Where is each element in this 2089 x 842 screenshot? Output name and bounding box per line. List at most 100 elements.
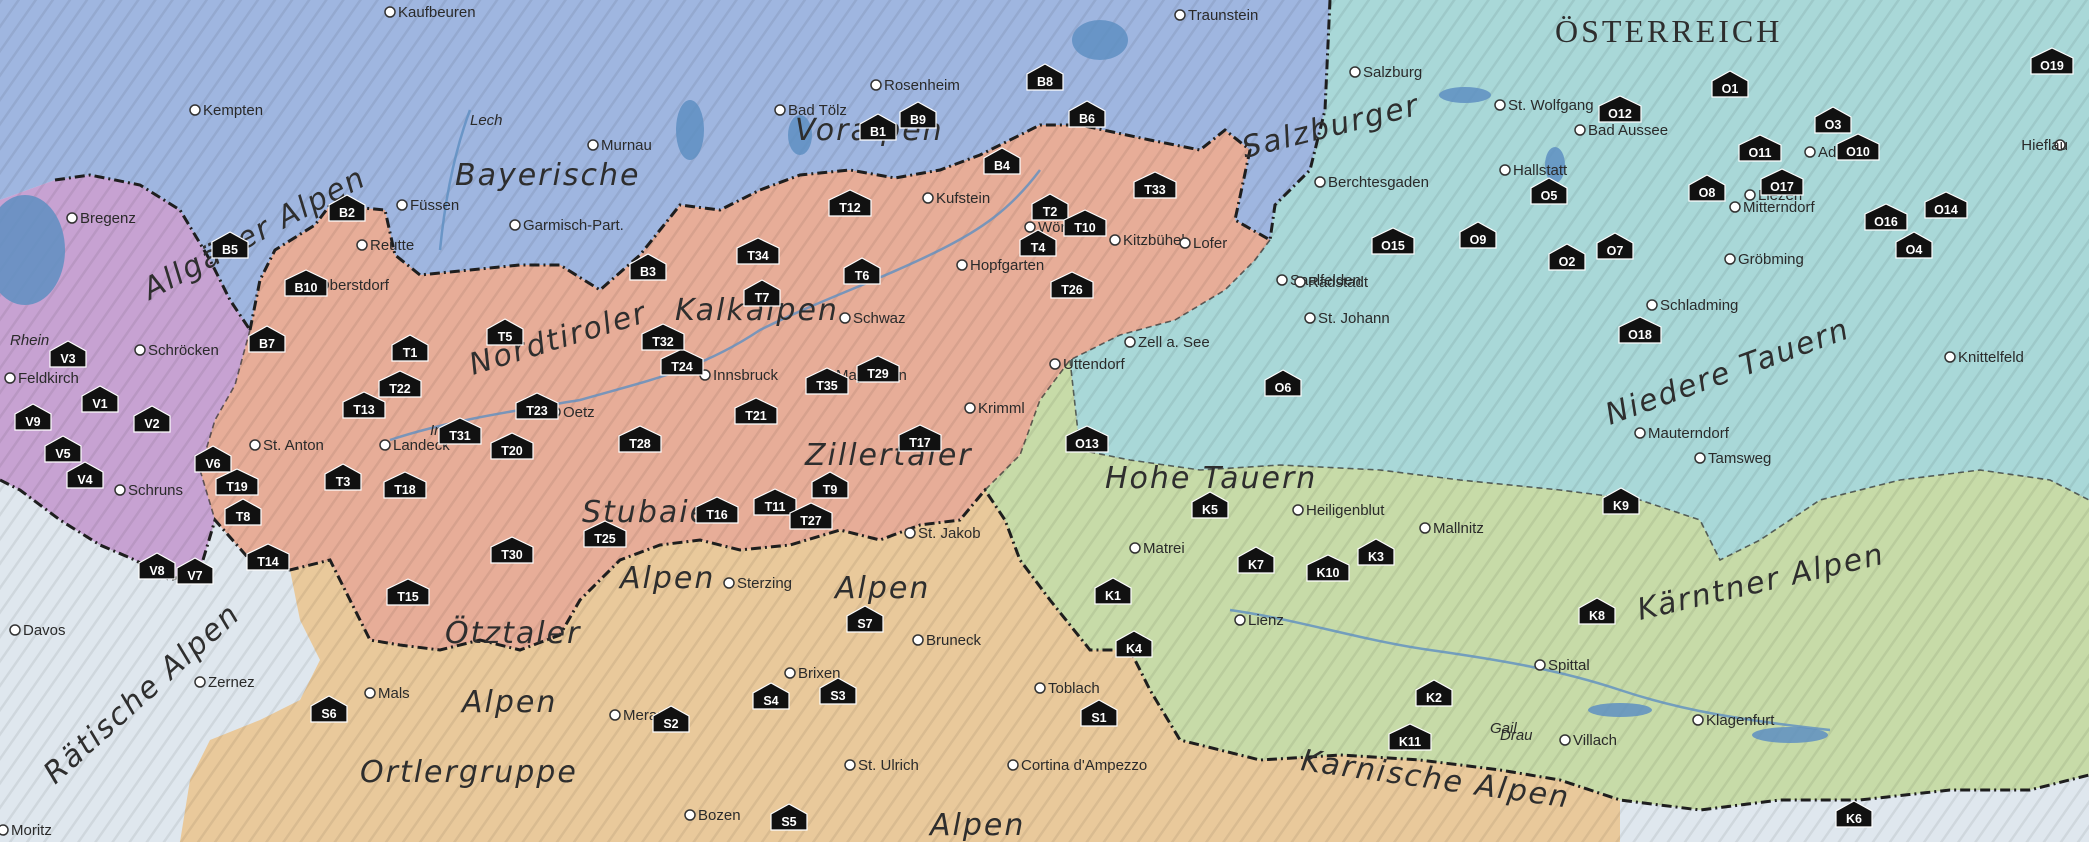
marker-s1[interactable]: S1: [1080, 699, 1118, 727]
marker-s6[interactable]: S6: [310, 695, 348, 723]
marker-t33[interactable]: T33: [1133, 171, 1177, 199]
marker-o19[interactable]: O19: [2030, 47, 2074, 75]
marker-t30[interactable]: T30: [490, 536, 534, 564]
marker-k7[interactable]: K7: [1237, 546, 1275, 574]
marker-v8[interactable]: V8: [138, 552, 176, 580]
river-drau: [1229, 608, 1831, 732]
marker-v6[interactable]: V6: [194, 445, 232, 473]
marker-t8[interactable]: T8: [224, 498, 262, 526]
marker-s4[interactable]: S4: [752, 682, 790, 710]
town-label: Murnau: [601, 137, 652, 154]
marker-t24[interactable]: T24: [660, 348, 704, 376]
marker-b3[interactable]: B3: [629, 253, 667, 281]
marker-t14[interactable]: T14: [246, 543, 290, 571]
marker-o13[interactable]: O13: [1065, 425, 1109, 453]
marker-t27[interactable]: T27: [789, 502, 833, 530]
marker-k8[interactable]: K8: [1578, 597, 1616, 625]
marker-s2[interactable]: S2: [652, 705, 690, 733]
marker-o11[interactable]: O11: [1738, 134, 1782, 162]
marker-o7[interactable]: O7: [1596, 232, 1634, 260]
marker-o14[interactable]: O14: [1924, 191, 1968, 219]
marker-o18[interactable]: O18: [1618, 316, 1662, 344]
marker-t11[interactable]: T11: [753, 488, 797, 516]
marker-k6[interactable]: K6: [1835, 800, 1873, 828]
marker-o16[interactable]: O16: [1864, 203, 1908, 231]
marker-b2[interactable]: B2: [328, 194, 366, 222]
marker-b7[interactable]: B7: [248, 325, 286, 353]
marker-k5[interactable]: K5: [1191, 491, 1229, 519]
marker-v2[interactable]: V2: [133, 405, 171, 433]
hut-icon: [770, 803, 808, 831]
marker-label: V2: [144, 417, 159, 431]
marker-b9[interactable]: B9: [899, 101, 937, 129]
hut-icon: [1738, 134, 1782, 162]
marker-t25[interactable]: T25: [583, 520, 627, 548]
marker-b4[interactable]: B4: [983, 147, 1021, 175]
marker-o15[interactable]: O15: [1371, 227, 1415, 255]
marker-label: T24: [671, 360, 693, 374]
marker-b6[interactable]: B6: [1068, 100, 1106, 128]
marker-o3[interactable]: O3: [1814, 106, 1852, 134]
marker-t28[interactable]: T28: [618, 425, 662, 453]
marker-t4[interactable]: T4: [1019, 229, 1057, 257]
marker-t17[interactable]: T17: [898, 424, 942, 452]
marker-v1[interactable]: V1: [81, 385, 119, 413]
marker-t21[interactable]: T21: [734, 397, 778, 425]
marker-k4[interactable]: K4: [1115, 630, 1153, 658]
marker-v4[interactable]: V4: [66, 461, 104, 489]
marker-b10[interactable]: B10: [284, 269, 328, 297]
marker-t3[interactable]: T3: [324, 463, 362, 491]
marker-k2[interactable]: K2: [1415, 679, 1453, 707]
marker-o1[interactable]: O1: [1711, 70, 1749, 98]
marker-t18[interactable]: T18: [383, 471, 427, 499]
marker-k10[interactable]: K10: [1306, 554, 1350, 582]
marker-t7[interactable]: T7: [743, 279, 781, 307]
marker-t34[interactable]: T34: [736, 237, 780, 265]
marker-o17[interactable]: O17: [1760, 168, 1804, 196]
marker-t23[interactable]: T23: [515, 392, 559, 420]
marker-s5[interactable]: S5: [770, 803, 808, 831]
marker-k11[interactable]: K11: [1388, 723, 1432, 751]
marker-t15[interactable]: T15: [386, 578, 430, 606]
hut-icon: [1019, 229, 1057, 257]
marker-t12[interactable]: T12: [828, 189, 872, 217]
marker-o9[interactable]: O9: [1459, 221, 1497, 249]
marker-t6[interactable]: T6: [843, 257, 881, 285]
hut-icon: [1094, 577, 1132, 605]
hut-icon: [736, 237, 780, 265]
marker-v7[interactable]: V7: [176, 557, 214, 585]
marker-t22[interactable]: T22: [378, 370, 422, 398]
marker-t2[interactable]: T2: [1031, 193, 1069, 221]
marker-t16[interactable]: T16: [695, 496, 739, 524]
marker-o12[interactable]: O12: [1598, 95, 1642, 123]
marker-t35[interactable]: T35: [805, 367, 849, 395]
marker-k1[interactable]: K1: [1094, 577, 1132, 605]
marker-k9[interactable]: K9: [1602, 487, 1640, 515]
marker-s7[interactable]: S7: [846, 605, 884, 633]
marker-t1[interactable]: T1: [391, 334, 429, 362]
marker-o4[interactable]: O4: [1895, 231, 1933, 259]
marker-s3[interactable]: S3: [819, 677, 857, 705]
marker-v3[interactable]: V3: [49, 340, 87, 368]
marker-o5[interactable]: O5: [1530, 177, 1568, 205]
marker-o8[interactable]: O8: [1688, 174, 1726, 202]
marker-t5[interactable]: T5: [486, 318, 524, 346]
marker-t9[interactable]: T9: [811, 471, 849, 499]
marker-t29[interactable]: T29: [856, 355, 900, 383]
marker-t19[interactable]: T19: [215, 468, 259, 496]
marker-t10[interactable]: T10: [1063, 209, 1107, 237]
marker-t20[interactable]: T20: [490, 432, 534, 460]
marker-b1[interactable]: B1: [859, 113, 897, 141]
marker-t31[interactable]: T31: [438, 417, 482, 445]
marker-t32[interactable]: T32: [641, 323, 685, 351]
marker-o2[interactable]: O2: [1548, 243, 1586, 271]
marker-k3[interactable]: K3: [1357, 538, 1395, 566]
marker-o10[interactable]: O10: [1836, 133, 1880, 161]
marker-b8[interactable]: B8: [1026, 63, 1064, 91]
marker-t26[interactable]: T26: [1050, 271, 1094, 299]
marker-t13[interactable]: T13: [342, 391, 386, 419]
marker-o6[interactable]: O6: [1264, 369, 1302, 397]
marker-b5[interactable]: B5: [211, 231, 249, 259]
marker-v9[interactable]: V9: [14, 403, 52, 431]
marker-v5[interactable]: V5: [44, 435, 82, 463]
